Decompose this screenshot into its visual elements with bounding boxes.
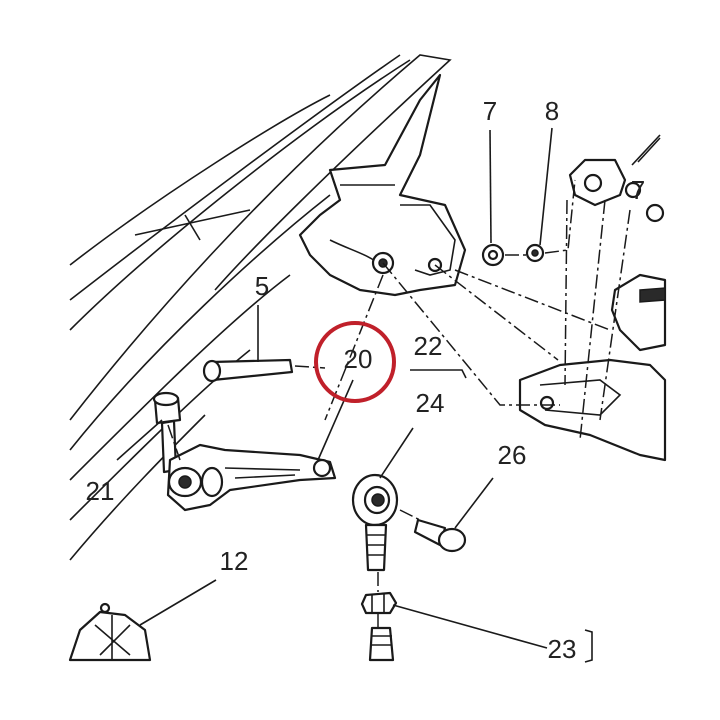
callout-7-washer: 7 xyxy=(483,96,497,126)
callout-7-right: 7 xyxy=(631,175,645,205)
cover-12 xyxy=(68,602,152,662)
callout-8: 8 xyxy=(545,96,559,126)
callout-21: 21 xyxy=(86,476,115,506)
callout-22: 22 xyxy=(414,331,443,361)
link-20 xyxy=(166,443,337,512)
highlight-circle xyxy=(314,321,396,403)
leader-lines xyxy=(116,127,661,649)
right-mount xyxy=(518,134,667,462)
washer-7 xyxy=(481,243,505,267)
callout-20: 20 xyxy=(344,344,373,374)
callout-24: 24 xyxy=(416,388,445,418)
callout-23: 23 xyxy=(548,634,577,664)
callout-12: 12 xyxy=(220,546,249,576)
rod-end-24 xyxy=(351,473,399,572)
bolt-26 xyxy=(413,518,467,553)
bracket-23 xyxy=(584,629,593,663)
callout-26: 26 xyxy=(498,440,527,470)
callout-5: 5 xyxy=(255,271,269,301)
assembly-lines xyxy=(167,179,631,628)
frame-outline xyxy=(69,54,452,561)
nut-23 xyxy=(360,591,398,615)
pin-5 xyxy=(202,358,294,383)
callout-labels: 5 7 8 7 20 22 24 21 26 12 23 xyxy=(86,96,646,664)
shock-stem xyxy=(368,626,395,662)
washer-8 xyxy=(525,243,545,263)
